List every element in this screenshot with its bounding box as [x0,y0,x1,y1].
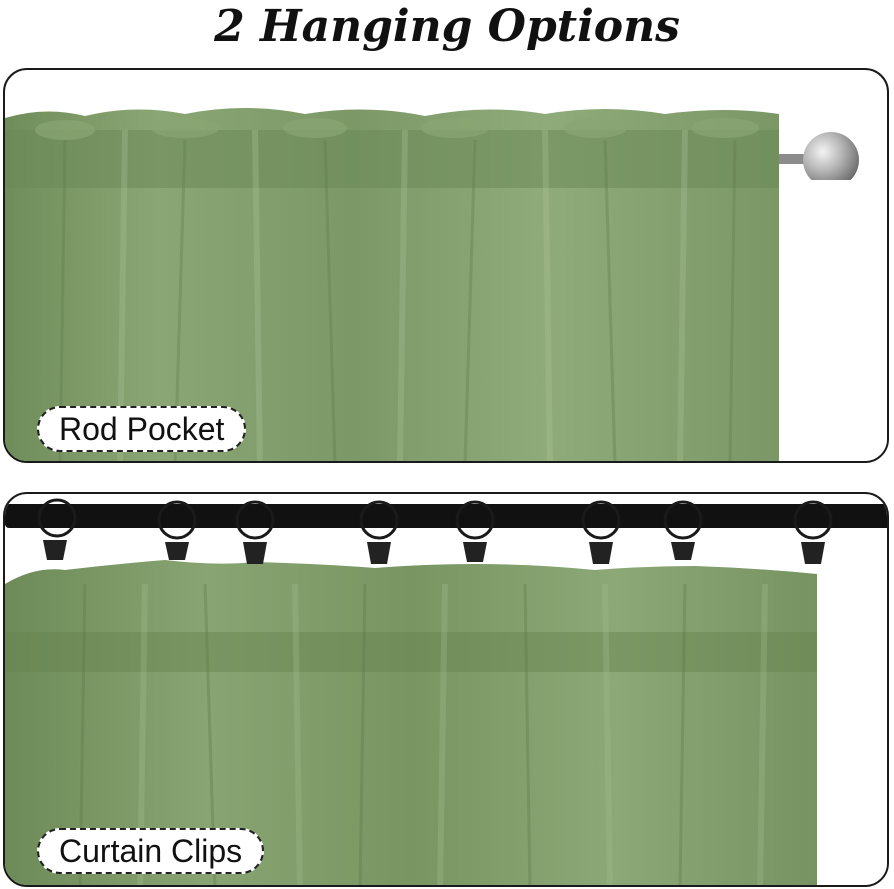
finial-ball [803,132,859,188]
curtain-fabric [5,560,817,885]
rod-pocket-panel: Rod Pocket [3,68,889,463]
page-title: 2 Hanging Options [214,1,680,52]
curtain-clips-label: Curtain Clips [37,828,265,874]
curtain-fabric [5,108,779,461]
rod-pocket-band [5,130,779,188]
curtain-clips-panel: Curtain Clips [3,492,889,887]
curtain-folds [58,139,737,461]
clip-rings [37,498,833,540]
curtain-rod [5,504,887,528]
curtain-clip-icons [43,540,825,564]
rod-pocket-photo [5,108,887,461]
curtain-rod [779,154,809,164]
curtain-clips-photo [5,498,887,885]
rod-pocket-label: Rod Pocket [37,406,247,452]
